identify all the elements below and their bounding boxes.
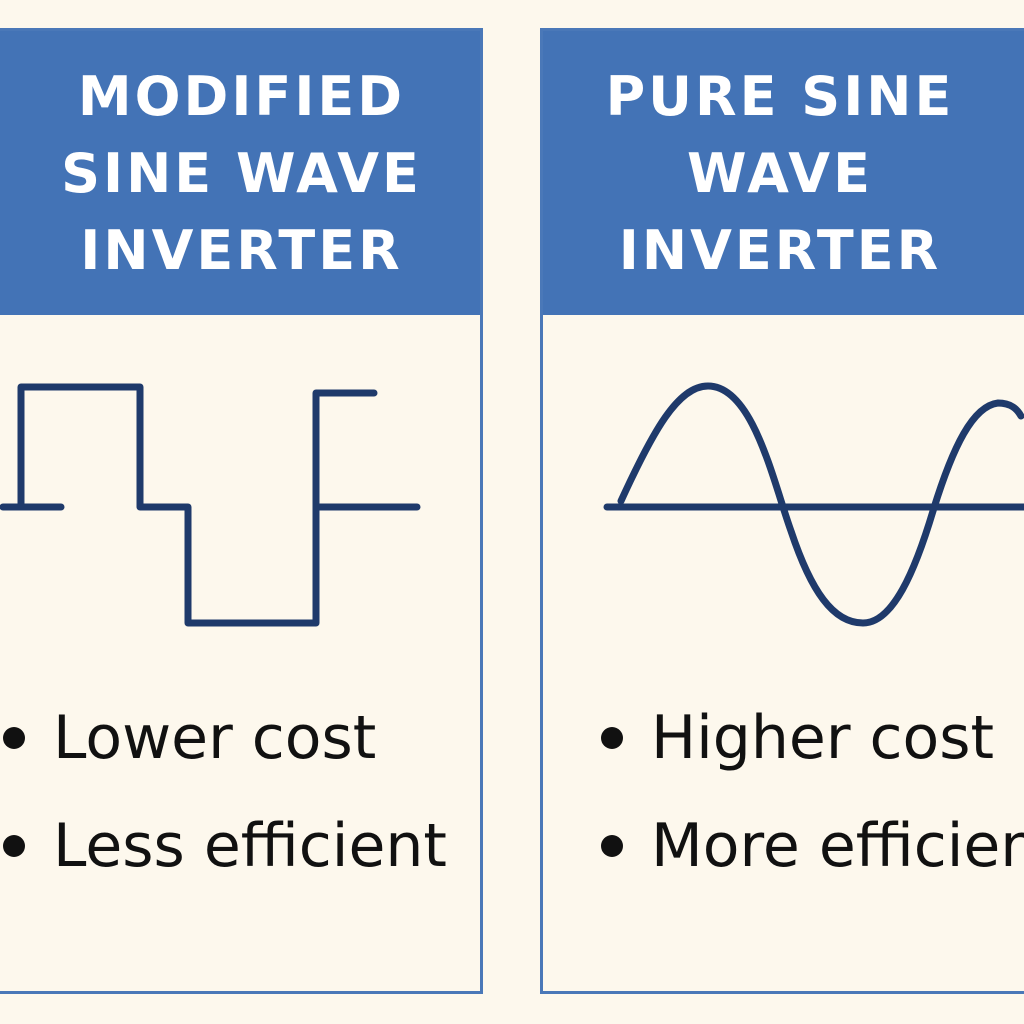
bullet-item-more-efficient: More efficient [601, 792, 1024, 900]
panel-title-line: PURE SINE [605, 64, 955, 128]
panel-title-line: INVERTER [618, 218, 942, 282]
panel-title-line: SINE WAVE [61, 141, 422, 205]
pure-sine-bullet-list: Higher cost More efficient [601, 684, 1024, 900]
bullet-item-higher-cost: Higher cost [601, 684, 1024, 792]
pure-sine-wave-panel: PURE SINE WAVE INVERTER Higher cost More… [540, 28, 1024, 994]
pure-sine-wave-header: PURE SINE WAVE INVERTER [543, 31, 1024, 315]
bullet-icon [601, 835, 623, 857]
modified-sine-wave-line [17, 383, 378, 627]
panel-title-line: WAVE [687, 141, 873, 205]
modified-sine-wave-panel: MODIFIED SINE WAVE INVERTER Lower cost L… [0, 28, 483, 994]
bullet-icon [3, 727, 25, 749]
pure-sine-wave-line [617, 382, 1024, 627]
modified-sine-wave-header: MODIFIED SINE WAVE INVERTER [0, 31, 480, 315]
panel-title-line: MODIFIED [77, 64, 406, 128]
bullet-item-less-efficient: Less efficient [3, 792, 447, 900]
bullet-text: Lower cost [53, 703, 377, 773]
bullet-text: More efficient [651, 811, 1024, 881]
modified-sine-waveform [0, 383, 421, 627]
bullet-item-lower-cost: Lower cost [3, 684, 447, 792]
bullet-icon [3, 835, 25, 857]
pure-sine-waveform [603, 382, 1024, 627]
bullet-icon [601, 727, 623, 749]
bullet-text: Less efficient [53, 811, 447, 881]
panel-title-line: INVERTER [80, 218, 403, 282]
bullet-text: Higher cost [651, 703, 995, 773]
modified-sine-bullet-list: Lower cost Less efficient [3, 684, 447, 900]
